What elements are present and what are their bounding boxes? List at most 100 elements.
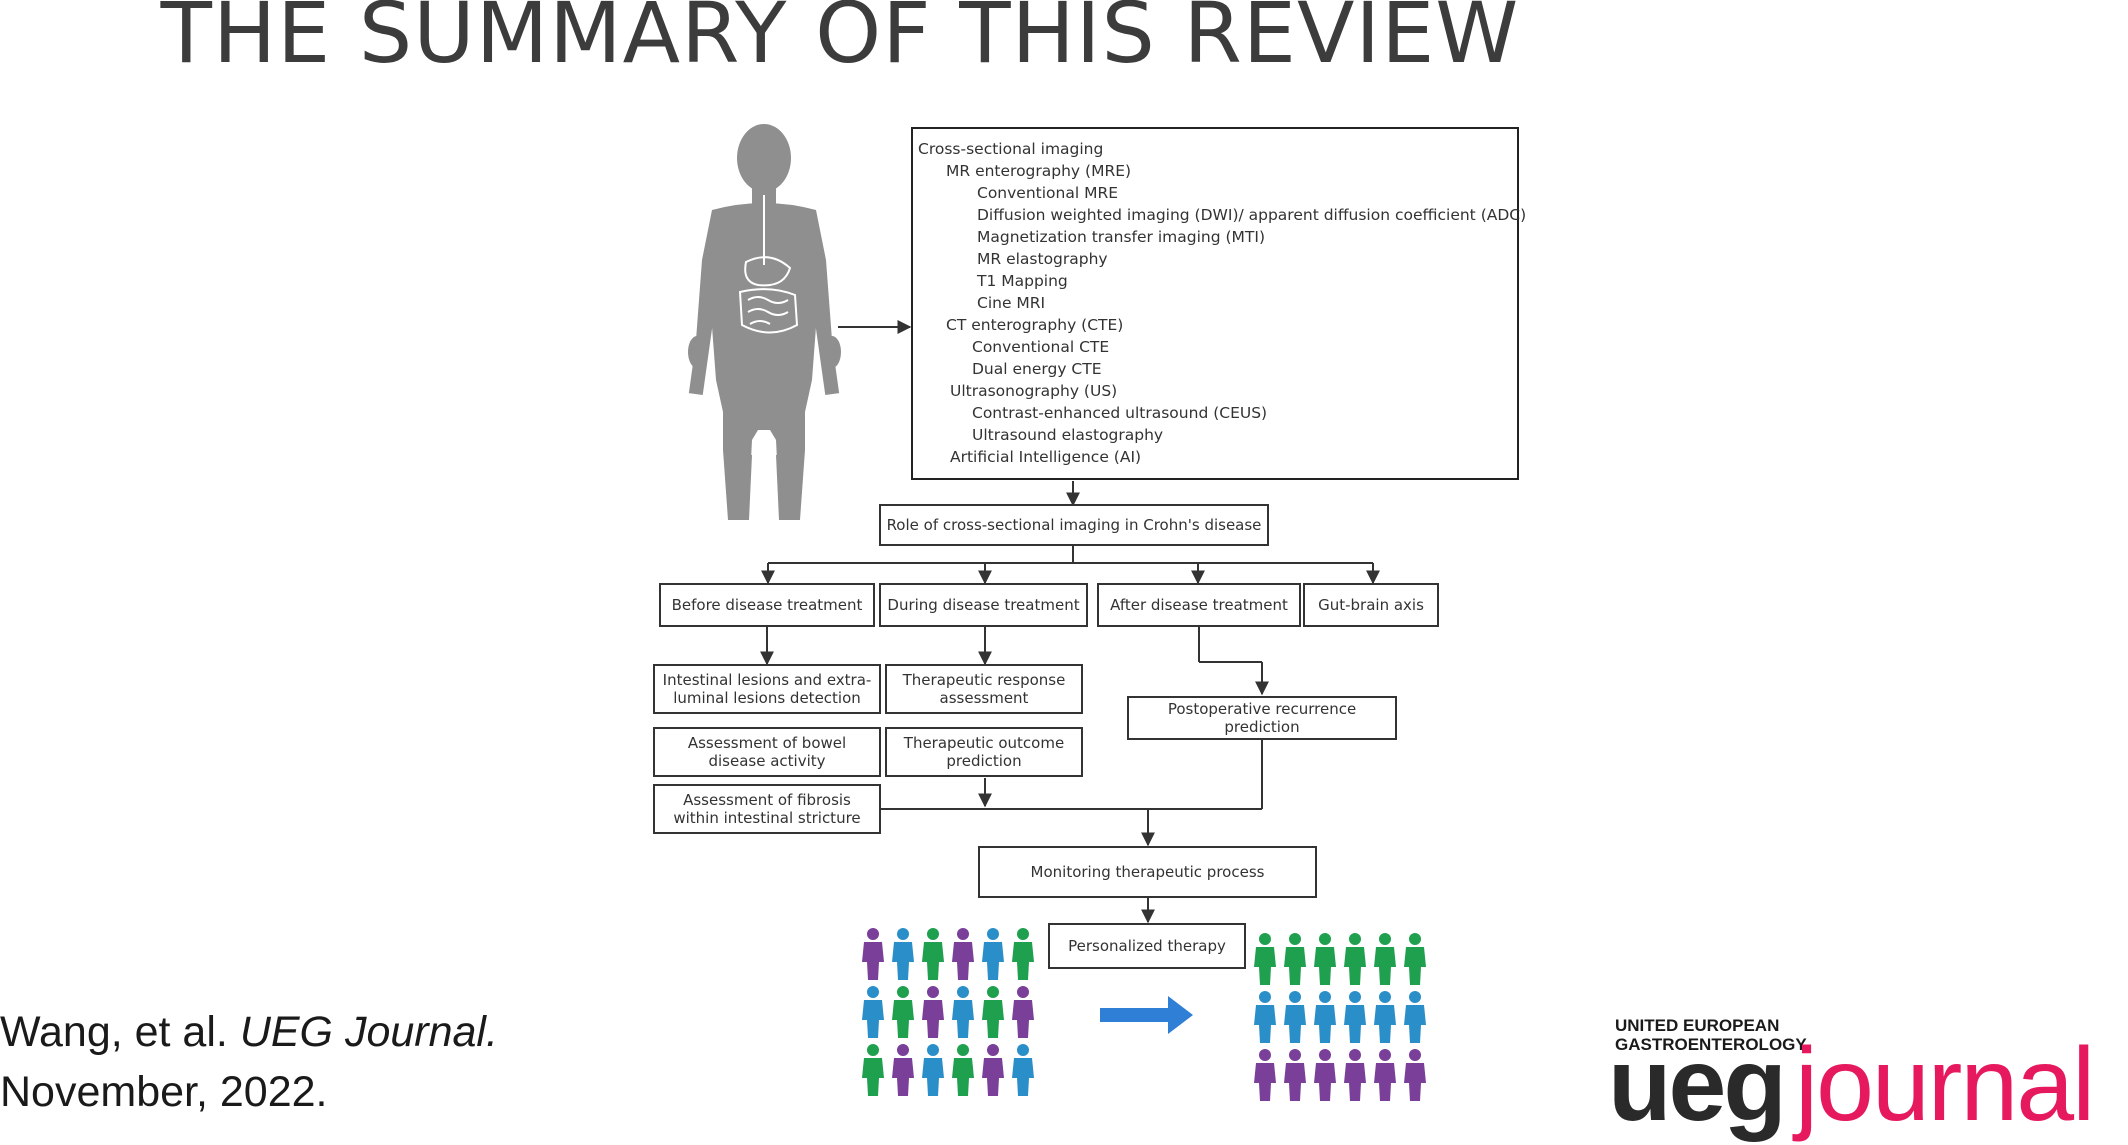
- node-personalized: Personalized therapy: [1048, 923, 1246, 969]
- person-icon: [1012, 986, 1034, 1038]
- node-gut-box: [1303, 583, 1439, 627]
- node-before-label: Before disease treatment: [672, 596, 863, 614]
- imaging-item: Magnetization transfer imaging (MTI): [977, 228, 1265, 246]
- person-icon: [1314, 1049, 1336, 1101]
- citation-authors: Wang, et al.: [0, 1008, 228, 1056]
- person-icon: [1404, 991, 1426, 1043]
- imaging-item: T1 Mapping: [976, 272, 1068, 290]
- person-icon: [922, 1044, 944, 1096]
- person-icon: [982, 1044, 1004, 1096]
- citation-journal: UEG Journal.: [239, 1008, 498, 1056]
- imaging-item: Ultrasonography (US): [950, 382, 1117, 400]
- person-icon: [1284, 1049, 1306, 1101]
- human-body-figure: [688, 124, 841, 520]
- node-fibrosis-label: Assessment of fibrosis: [683, 791, 851, 809]
- person-icon: [1374, 991, 1396, 1043]
- node-lesions-label: luminal lesions detection: [673, 689, 861, 707]
- person-icon: [952, 986, 974, 1038]
- node-after: After disease treatment: [1097, 583, 1301, 627]
- person-icon: [1314, 991, 1336, 1043]
- node-gut-label: Gut-brain axis: [1318, 596, 1424, 614]
- node-before: Before disease treatment: [659, 583, 875, 627]
- logo-word-journal: journal: [1795, 1027, 2095, 1143]
- page-title: THE SUMMARY OF THIS REVIEW: [160, 0, 1520, 82]
- node-role: Role of cross-sectional imaging in Crohn…: [879, 504, 1269, 546]
- node-role-box: [879, 504, 1269, 546]
- node-personalized-label: Personalized therapy: [1068, 937, 1226, 955]
- person-icon: [892, 986, 914, 1038]
- node-postop-box: [1127, 696, 1397, 740]
- person-icon: [1344, 991, 1366, 1043]
- node-postop-label: Postoperative recurrence: [1168, 700, 1356, 718]
- imaging-item: Contrast-enhanced ultrasound (CEUS): [972, 404, 1267, 422]
- digestive-organs: [738, 195, 799, 334]
- person-icon: [1344, 1049, 1366, 1101]
- imaging-item: Conventional MRE: [977, 184, 1118, 202]
- person-icon: [1344, 933, 1366, 985]
- node-lesions: Intestinal lesions and extra-luminal les…: [653, 664, 881, 714]
- transition-arrow-icon: [1100, 996, 1193, 1034]
- imaging-item: Diffusion weighted imaging (DWI)/ appare…: [977, 206, 1526, 224]
- imaging-item: Conventional CTE: [972, 338, 1109, 356]
- person-icon: [1374, 933, 1396, 985]
- person-icon: [862, 928, 884, 980]
- imaging-item: Ultrasound elastography: [972, 426, 1163, 444]
- node-response-label: Therapeutic response: [902, 671, 1066, 689]
- person-icon: [1404, 1049, 1426, 1101]
- logo-organization: UNITED EUROPEAN GASTROENTEROLOGY: [1615, 1016, 1807, 1054]
- person-icon: [892, 928, 914, 980]
- node-outcome-label: Therapeutic outcome: [903, 734, 1064, 752]
- logo-line-1: UNITED EUROPEAN: [1615, 1016, 1780, 1035]
- node-personalized-box: [1048, 923, 1246, 969]
- imaging-item: MR enterography (MRE): [946, 162, 1131, 180]
- node-activity-box: [653, 727, 881, 777]
- person-icon: [1374, 1049, 1396, 1101]
- person-icon: [1314, 933, 1336, 985]
- people-group-after: [1254, 933, 1426, 1101]
- node-outcome-box: [885, 727, 1083, 777]
- node-role-label: Role of cross-sectional imaging in Crohn…: [887, 516, 1262, 534]
- person-icon: [1284, 991, 1306, 1043]
- person-icon: [1284, 933, 1306, 985]
- node-monitoring-label: Monitoring therapeutic process: [1031, 863, 1265, 881]
- node-activity-label: disease activity: [708, 752, 825, 770]
- imaging-item: Artificial Intelligence (AI): [950, 448, 1141, 466]
- imaging-modalities-box: [911, 127, 1519, 480]
- imaging-item: Cine MRI: [977, 294, 1045, 312]
- node-during: During disease treatment: [879, 583, 1088, 627]
- node-response-box: [885, 664, 1083, 714]
- person-icon: [1404, 933, 1426, 985]
- person-icon: [922, 986, 944, 1038]
- person-icon: [952, 928, 974, 980]
- node-fibrosis-box: [653, 784, 881, 834]
- person-icon: [952, 1044, 974, 1096]
- node-monitoring-box: [978, 846, 1317, 898]
- node-during-label: During disease treatment: [887, 596, 1079, 614]
- person-icon: [1012, 1044, 1034, 1096]
- flow-connectors: [760, 481, 1380, 924]
- node-activity-label: Assessment of bowel: [688, 734, 846, 752]
- imaging-item: Dual energy CTE: [972, 360, 1102, 378]
- imaging-item: CT enterography (CTE): [946, 316, 1123, 334]
- person-icon: [1012, 928, 1034, 980]
- person-icon: [862, 986, 884, 1038]
- person-icon: [1254, 991, 1276, 1043]
- node-response-label: assessment: [940, 689, 1029, 707]
- node-after-box: [1097, 583, 1301, 627]
- node-during-box: [879, 583, 1088, 627]
- citation: Wang, et al. UEG Journal. November, 2022…: [0, 1002, 498, 1122]
- person-icon: [892, 1044, 914, 1096]
- people-group-before: [862, 928, 1034, 1096]
- node-lesions-box: [653, 664, 881, 714]
- node-after-label: After disease treatment: [1110, 596, 1288, 614]
- node-before-box: [659, 583, 875, 627]
- node-outcome-label: prediction: [946, 752, 1021, 770]
- citation-date: November, 2022.: [0, 1068, 328, 1116]
